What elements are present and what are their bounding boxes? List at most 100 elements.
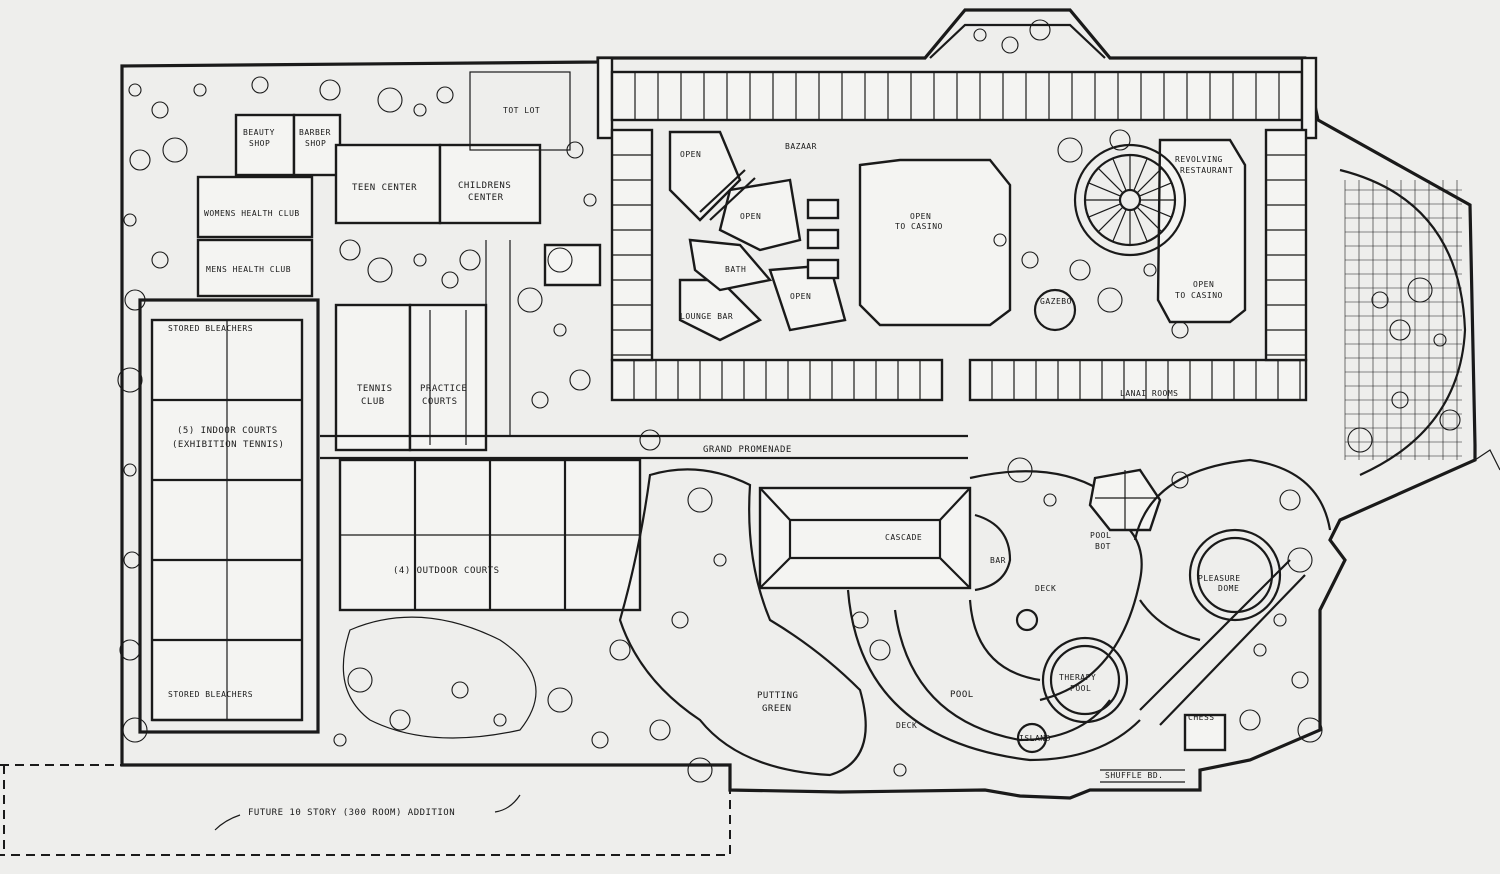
tree-icon	[1407, 277, 1433, 303]
tree-icon	[1287, 547, 1313, 573]
tree-icon	[851, 611, 869, 629]
tree-icon	[1143, 263, 1157, 277]
tree-icon	[162, 137, 188, 163]
tree-icon	[649, 719, 671, 741]
tree-icon	[713, 553, 727, 567]
label-chess: CHESS	[1188, 713, 1215, 722]
tree-icon	[1109, 129, 1131, 151]
tree-icon	[531, 391, 549, 409]
site-boundary	[120, 8, 1500, 800]
tree-icon	[251, 76, 269, 94]
tree-icon	[553, 323, 567, 337]
tree-icon	[687, 757, 713, 783]
label-stored-bleachers-top: STORED BLEACHERS	[168, 324, 253, 333]
label-open-casino-4: TO CASINO	[1175, 291, 1223, 300]
spoke	[1112, 209, 1127, 242]
spoke	[1139, 182, 1172, 197]
label-pool: POOL	[950, 690, 974, 700]
label-indoor-courts-2: (EXHIBITION TENNIS)	[172, 440, 284, 450]
tree-icon	[547, 687, 573, 713]
tree-icon	[869, 639, 891, 661]
tree-icon	[973, 28, 987, 42]
label-pleasure-dome-1: PLEASURE	[1198, 574, 1241, 583]
label-open-casino-3: OPEN	[1193, 280, 1214, 289]
tree-icon	[123, 213, 137, 227]
label-bath: BATH	[725, 265, 746, 274]
tree-icon	[151, 251, 169, 269]
label-open-1: OPEN	[680, 150, 701, 159]
label-open-casino-2: TO CASINO	[895, 222, 943, 231]
label-pool-bot-2: BOT	[1095, 542, 1111, 551]
tree-icon	[591, 731, 609, 749]
label-island: ISLAND	[1019, 734, 1051, 743]
tree-icon	[1389, 319, 1411, 341]
label-revolving-restaurant-2: RESTAURANT	[1180, 166, 1233, 175]
label-putting-green-2: GREEN	[762, 704, 792, 714]
label-outdoor-courts: (4) OUTDOOR COURTS	[393, 566, 500, 576]
spoke	[1097, 167, 1124, 194]
spoke	[1112, 158, 1127, 191]
label-womens-health-club: WOMENS HEALTH CLUB	[204, 209, 300, 218]
label-childrens-center-1: CHILDRENS	[458, 181, 511, 191]
tree-icon	[1171, 321, 1189, 339]
label-barber-shop-2: SHOP	[305, 139, 326, 148]
label-gazebo: GAZEBO	[1040, 297, 1072, 306]
label-tennis-club-2: CLUB	[361, 397, 385, 407]
plan-labels: BEAUTY SHOP BARBER SHOP TOT LOT TEEN CEN…	[168, 106, 1241, 818]
label-childrens-center-2: CENTER	[468, 193, 504, 203]
tree-icon	[319, 79, 341, 101]
tree-icon	[128, 83, 142, 97]
tree-icon	[117, 367, 143, 393]
tree-icon	[639, 429, 661, 451]
label-teen-center: TEEN CENTER	[352, 183, 417, 193]
spoke	[1133, 158, 1148, 191]
label-deck-1: DECK	[1035, 584, 1056, 593]
label-open-2: OPEN	[740, 212, 761, 221]
future-addition-outline	[0, 764, 731, 856]
label-open-3: OPEN	[790, 292, 811, 301]
tree-icon	[436, 86, 454, 104]
tree-icon	[609, 639, 631, 661]
tree-icon	[1273, 613, 1287, 627]
spoke	[1136, 167, 1163, 194]
tree-icon	[493, 713, 507, 727]
label-lanai-rooms: LANAI ROOMS	[1120, 389, 1178, 398]
revolving-restaurant	[1073, 143, 1187, 257]
tree-icon	[129, 149, 151, 171]
tree-icon	[123, 551, 141, 569]
label-beauty-shop-2: SHOP	[249, 139, 270, 148]
label-beauty-shop-1: BEAUTY	[243, 128, 275, 137]
tree-icon	[569, 369, 591, 391]
label-bazaar: BAZAAR	[785, 142, 817, 151]
lobby-interior	[543, 130, 847, 342]
tree-icon	[459, 249, 481, 271]
label-therapy-pool-1: THERAPY	[1059, 673, 1096, 682]
tree-icon	[333, 733, 347, 747]
label-putting-green-1: PUTTING	[757, 691, 798, 701]
landscape-trees	[117, 19, 1461, 783]
label-tot-lot: TOT LOT	[503, 106, 540, 115]
grand-promenade	[320, 240, 968, 460]
tree-icon	[547, 247, 573, 273]
tree-icon	[377, 87, 403, 113]
label-revolving-restaurant-1: REVOLVING	[1175, 155, 1223, 164]
label-pleasure-dome-2: DOME	[1218, 584, 1239, 593]
tree-icon	[367, 257, 393, 283]
spoke	[1088, 203, 1121, 218]
tree-icon	[123, 463, 137, 477]
tree-icon	[687, 487, 713, 513]
tree-icon	[193, 83, 207, 97]
tree-icon	[1439, 409, 1461, 431]
tree-icon	[1239, 709, 1261, 731]
casino	[858, 138, 1247, 327]
spoke	[1133, 209, 1148, 242]
indoor-courts-building	[138, 298, 320, 734]
label-tennis-club-1: TENNIS	[357, 384, 393, 394]
label-shuffle-bd: SHUFFLE BD.	[1105, 771, 1163, 780]
tree-icon	[124, 289, 146, 311]
tree-icon	[1001, 36, 1019, 54]
tree-icon	[1347, 427, 1373, 453]
spoke	[1088, 182, 1121, 197]
pleasure-dome-structure	[1133, 458, 1332, 726]
tree-icon	[339, 239, 361, 261]
